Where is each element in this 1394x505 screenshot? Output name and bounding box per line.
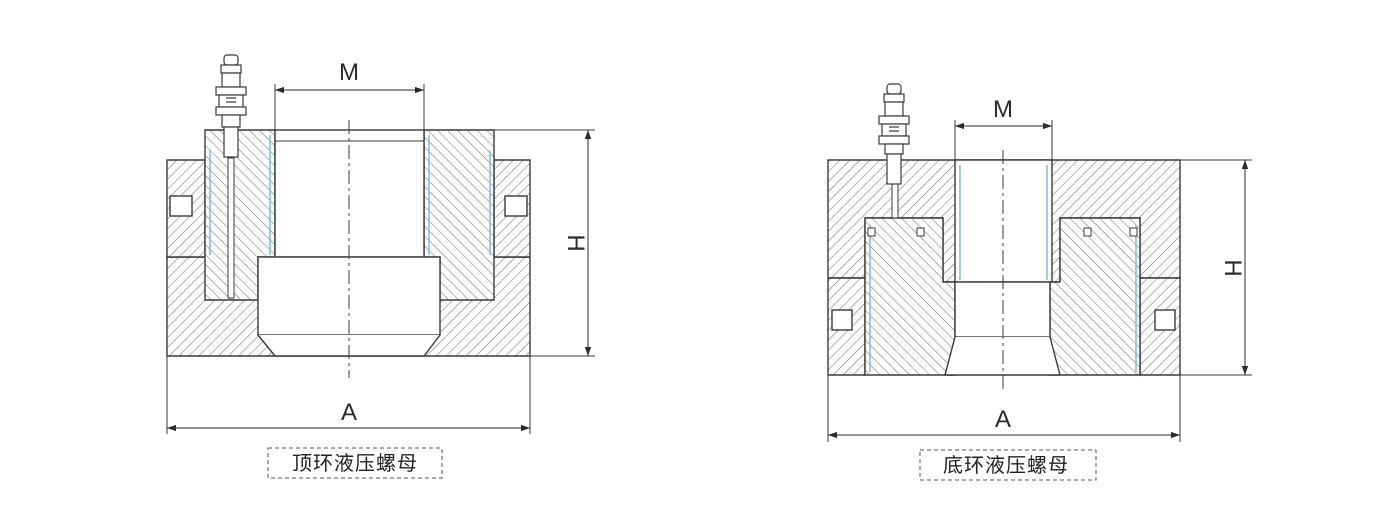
dim-height-h: H (424, 129, 595, 357)
caption-top-ring: 顶环液压螺母 (292, 451, 418, 475)
grease-nipple-icon (878, 83, 910, 185)
bottom-ring-nut-drawing: M H A 底环液压螺母 (827, 83, 1252, 481)
caption-frame (919, 449, 1097, 481)
dim-label-a: A (341, 399, 357, 426)
oil-channel (227, 157, 235, 299)
dim-label-a: A (995, 406, 1011, 433)
grease-nipple-icon (215, 54, 247, 158)
side-port (831, 309, 853, 331)
caption-frame (267, 447, 443, 479)
piston-ring (864, 217, 956, 376)
dim-thread-m: M (954, 96, 1053, 160)
side-port (169, 195, 193, 217)
dim-label-m: M (993, 96, 1013, 123)
top-ring-nut-drawing: M H A 顶环液压螺母 (166, 54, 595, 479)
side-port (504, 195, 528, 217)
piston-ring-right (1049, 217, 1141, 376)
dim-label-h: H (1219, 259, 1246, 276)
dim-thread-m: M (274, 59, 425, 130)
dim-label-h: H (562, 234, 589, 251)
dim-width-a: A (827, 375, 1181, 442)
dim-width-a: A (166, 356, 531, 434)
side-port (1154, 309, 1176, 331)
dim-height-h: H (1180, 159, 1252, 376)
caption-bottom-ring: 底环液压螺母 (943, 453, 1069, 477)
dim-label-m: M (339, 59, 359, 86)
